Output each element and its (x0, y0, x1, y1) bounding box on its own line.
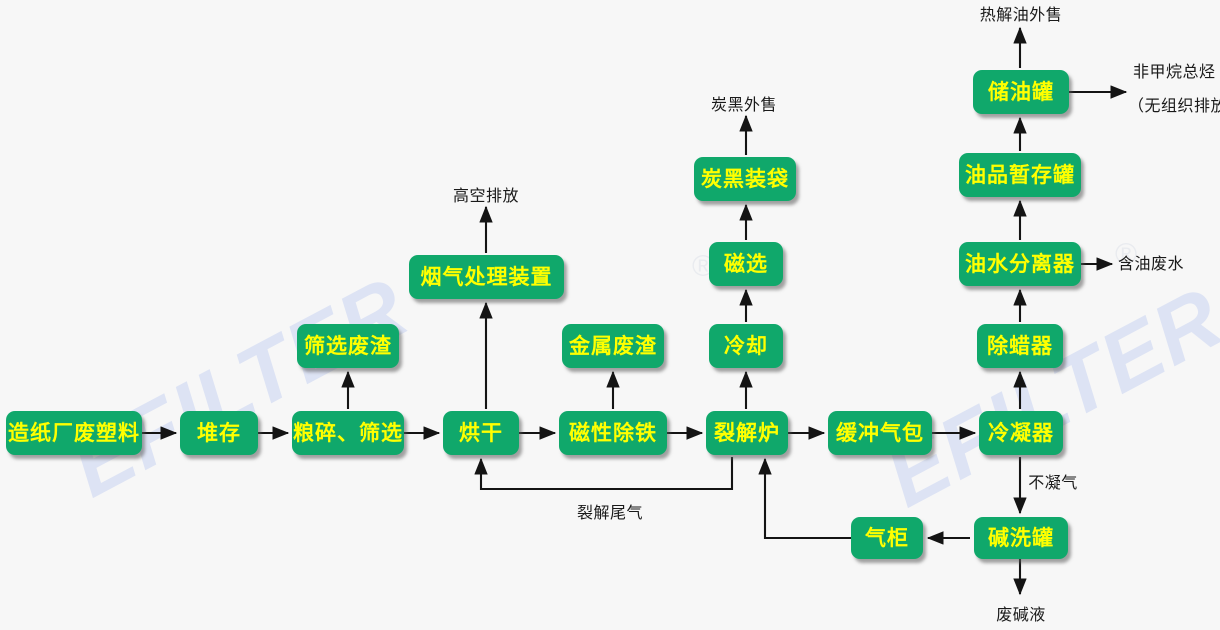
label-fugitive-emission: （无组织排放） (1128, 98, 1220, 115)
wire-gasholder-to-pyrolysis (758, 457, 851, 540)
node-cooling[interactable]: 冷却 (709, 324, 783, 368)
label-nmhc: 非甲烷总烃 (1133, 64, 1216, 81)
label-pyrolysis-oil-for-sale: 热解油外售 (979, 7, 1063, 24)
label-non-condensable-gas: 不凝气 (1028, 475, 1078, 492)
node-flue-gas-treatment-unit[interactable]: 烟气处理装置 (409, 255, 564, 299)
node-alkali-wash-tank[interactable]: 碱洗罐 (974, 517, 1068, 559)
node-gas-holder[interactable]: 气柜 (851, 517, 923, 559)
node-metal-waste-residue[interactable]: 金属废渣 (562, 324, 664, 368)
node-oil-storage-tank[interactable]: 储油罐 (973, 70, 1069, 114)
node-pyrolysis-furnace[interactable]: 裂解炉 (706, 411, 788, 455)
node-buffer-gas-tank[interactable]: 缓冲气包 (828, 411, 932, 455)
node-condenser[interactable]: 冷凝器 (979, 411, 1063, 455)
node-magnetic-iron-removal[interactable]: 磁性除铁 (559, 411, 667, 455)
node-storage[interactable]: 堆存 (180, 411, 258, 455)
label-carbon-black-for-sale: 炭黑外售 (710, 97, 778, 114)
label-pyrolysis-tail-gas: 裂解尾气 (576, 505, 644, 522)
node-drying[interactable]: 烘干 (443, 411, 519, 455)
label-high-altitude-discharge: 高空排放 (452, 188, 520, 205)
node-raw-plastic[interactable]: 造纸厂废塑料 (6, 411, 142, 455)
label-waste-alkali-liquid: 废碱液 (996, 607, 1046, 624)
node-temporary-oil-tank[interactable]: 油品暂存罐 (959, 153, 1081, 197)
node-carbon-black-bagging[interactable]: 炭黑装袋 (694, 157, 796, 201)
watermark-text-left: EFILTER (55, 259, 424, 516)
label-oily-wastewater: 含油废水 (1118, 256, 1185, 273)
node-crushing-screening[interactable]: 粮碎、筛选 (292, 411, 404, 455)
node-screening-waste-residue[interactable]: 筛选废渣 (297, 324, 399, 368)
wire-pyrolysis-to-dry (474, 457, 734, 491)
node-magnetic-separation[interactable]: 磁选 (709, 242, 783, 286)
node-dewaxer[interactable]: 除蜡器 (977, 324, 1063, 368)
node-oil-water-separator[interactable]: 油水分离器 (959, 242, 1081, 286)
